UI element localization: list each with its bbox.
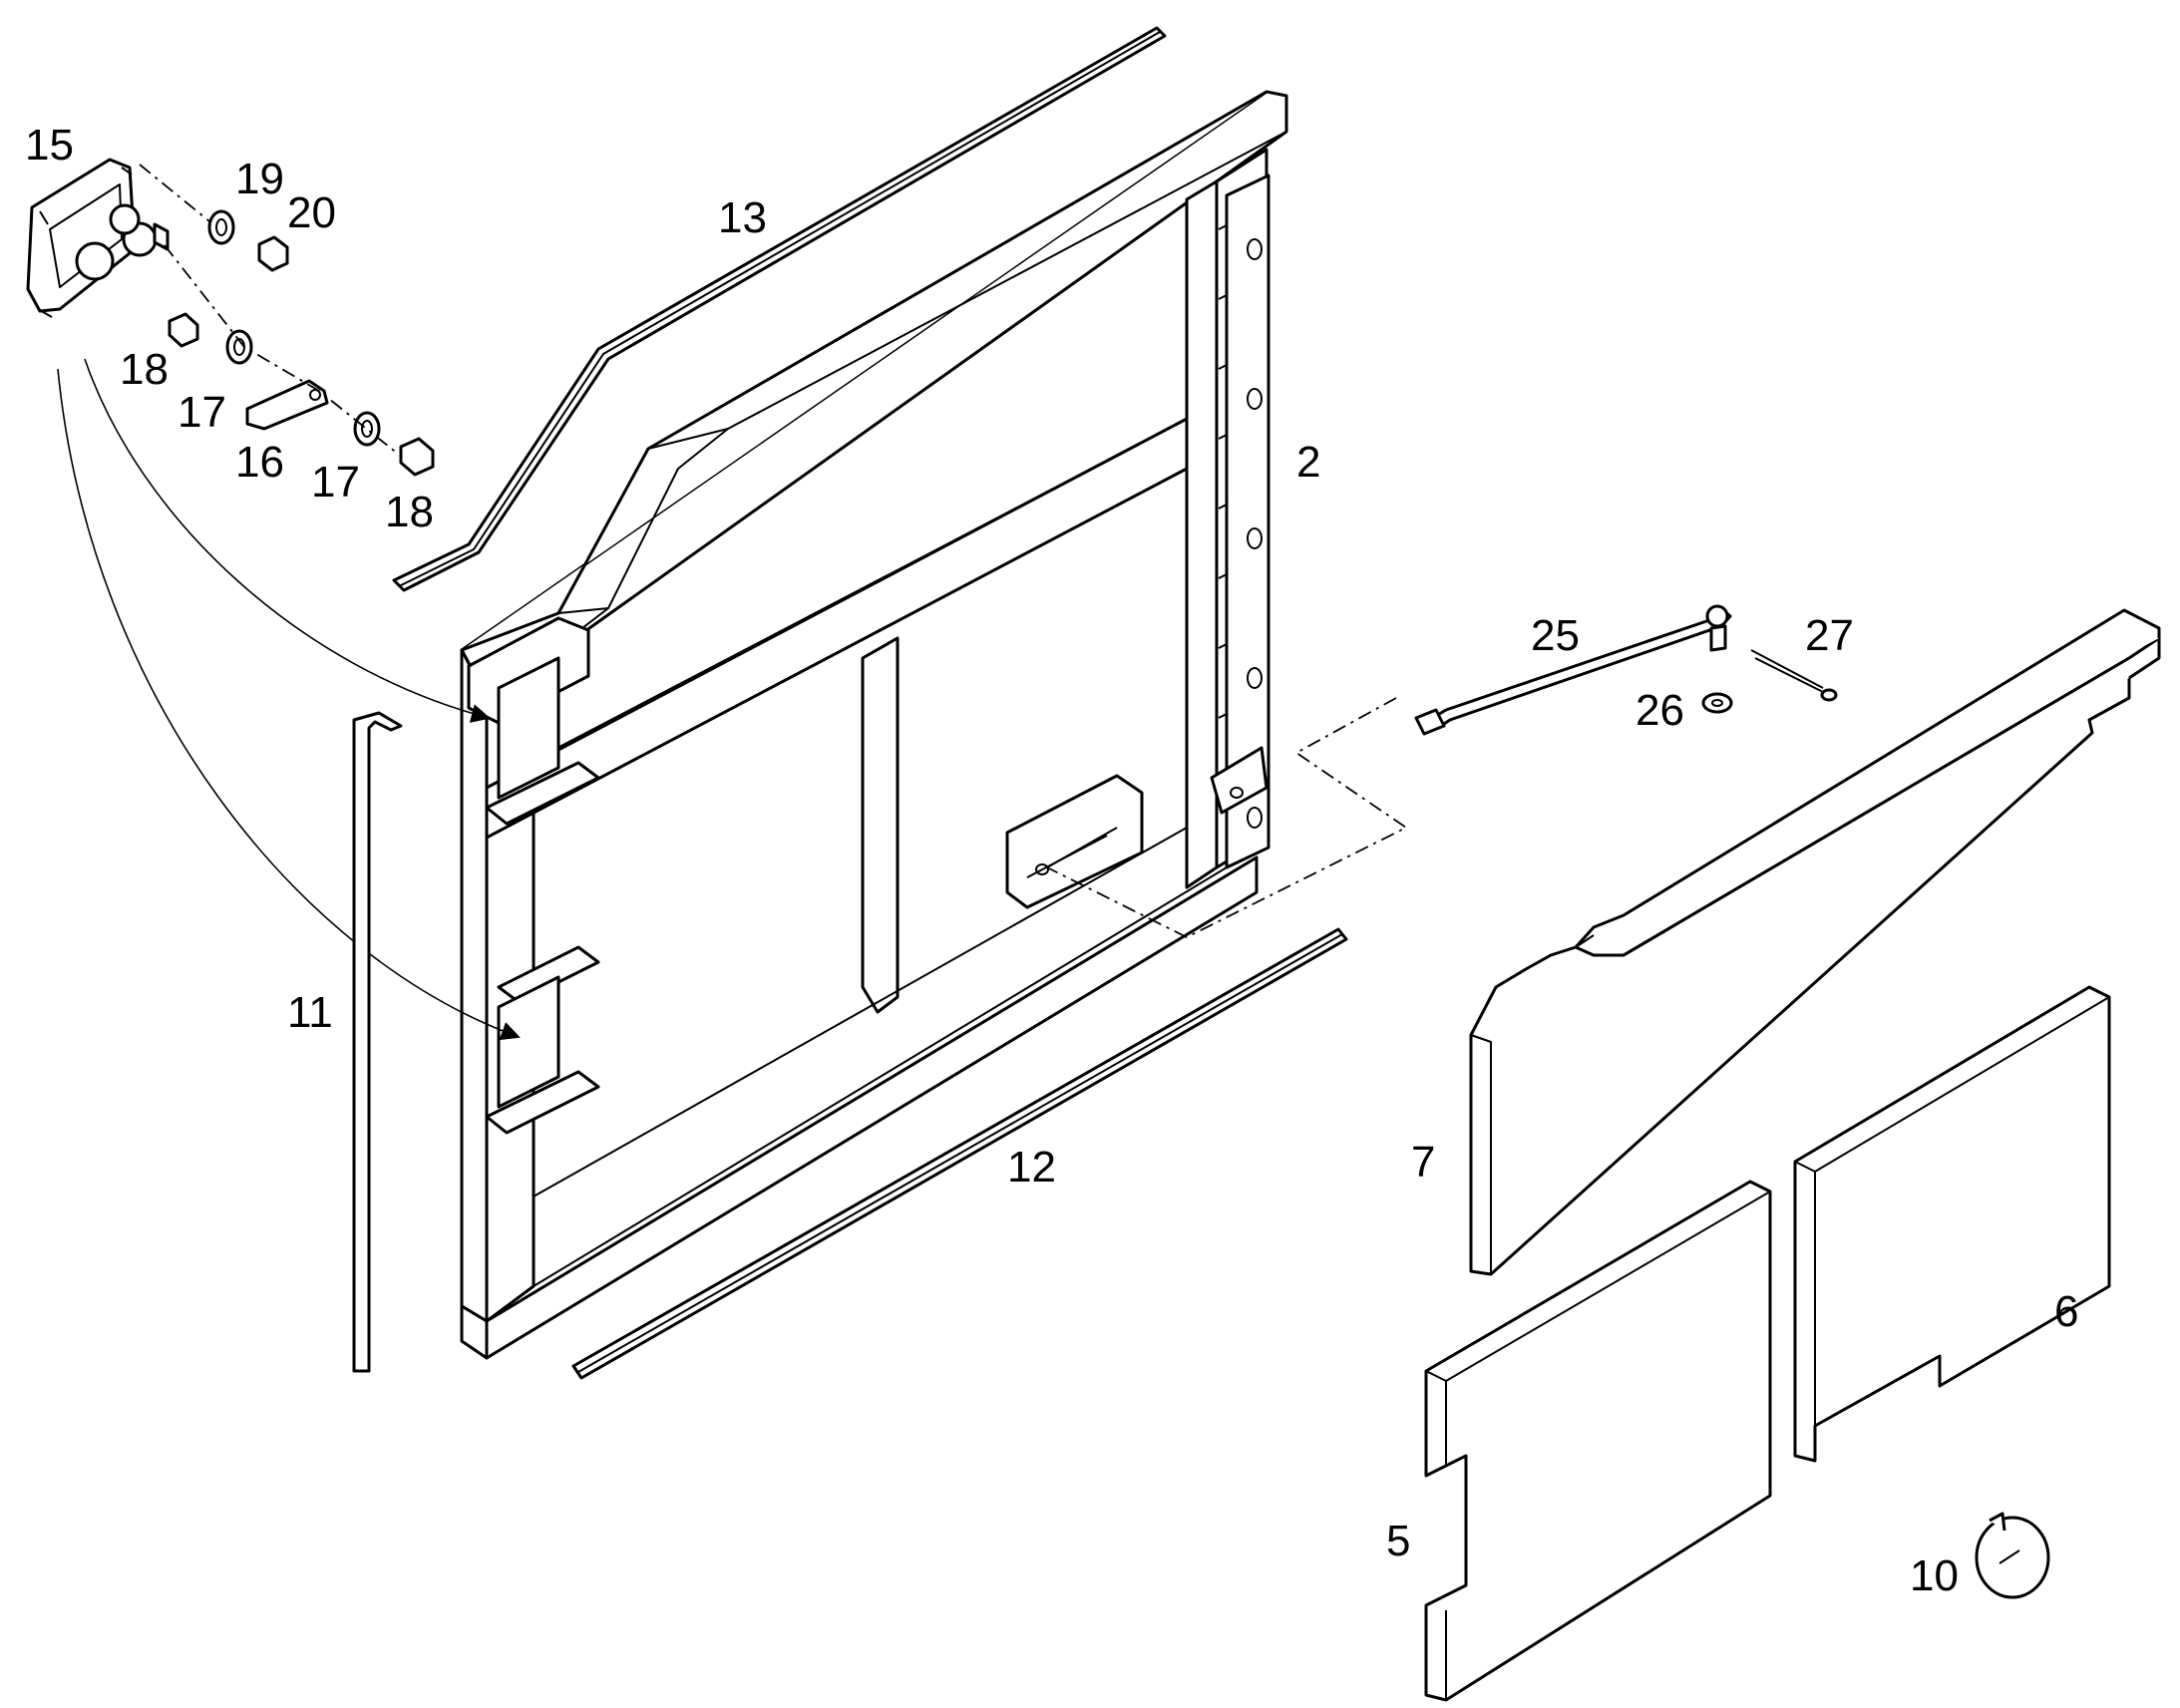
callout-5: 5 [1386, 1517, 1410, 1565]
callout-16: 16 [235, 438, 284, 487]
panel-7 [1469, 608, 2161, 1276]
callout-17a: 17 [178, 388, 226, 437]
callout-18a: 18 [120, 345, 169, 394]
callout-15: 15 [25, 121, 74, 170]
callout-13: 13 [718, 193, 767, 242]
callout-10: 10 [1910, 1551, 1959, 1600]
callout-7: 7 [1411, 1138, 1435, 1187]
washer-17a [225, 329, 253, 365]
callout-17b: 17 [311, 458, 360, 507]
washer-26 [1701, 692, 1733, 714]
door-frame-2 [460, 90, 1288, 1360]
callout-20: 20 [287, 188, 336, 237]
plug-10 [1975, 1512, 2050, 1599]
latch-tongue-16 [245, 379, 329, 431]
nut-18a [168, 312, 199, 348]
lock-handle-15 [26, 158, 170, 318]
split-pin-27 [1750, 649, 1838, 702]
callout-26: 26 [1635, 686, 1684, 735]
callout-18b: 18 [385, 488, 434, 536]
latch-rod-11 [352, 711, 403, 1373]
callout-labels: 15 19 20 13 18 17 16 17 18 2 25 27 26 11… [25, 121, 2078, 1600]
seal-strip-13 [392, 26, 1167, 592]
callout-27: 27 [1805, 611, 1854, 660]
callout-2: 2 [1296, 438, 1320, 487]
callout-25: 25 [1531, 611, 1580, 660]
nut-20 [257, 235, 289, 272]
seal-strip-12 [571, 927, 1348, 1380]
callout-12: 12 [1007, 1143, 1056, 1192]
callout-19: 19 [235, 155, 284, 203]
nut-18b [399, 437, 435, 477]
washer-19 [207, 209, 235, 245]
hinge-holes [1247, 238, 1263, 829]
callout-6: 6 [2054, 1287, 2078, 1336]
washer-17b [353, 411, 381, 447]
panel-5 [1424, 1180, 1772, 1702]
panel-6 [1793, 985, 2111, 1463]
link-rod-25 [1414, 604, 1732, 736]
callout-11: 11 [287, 988, 333, 1037]
